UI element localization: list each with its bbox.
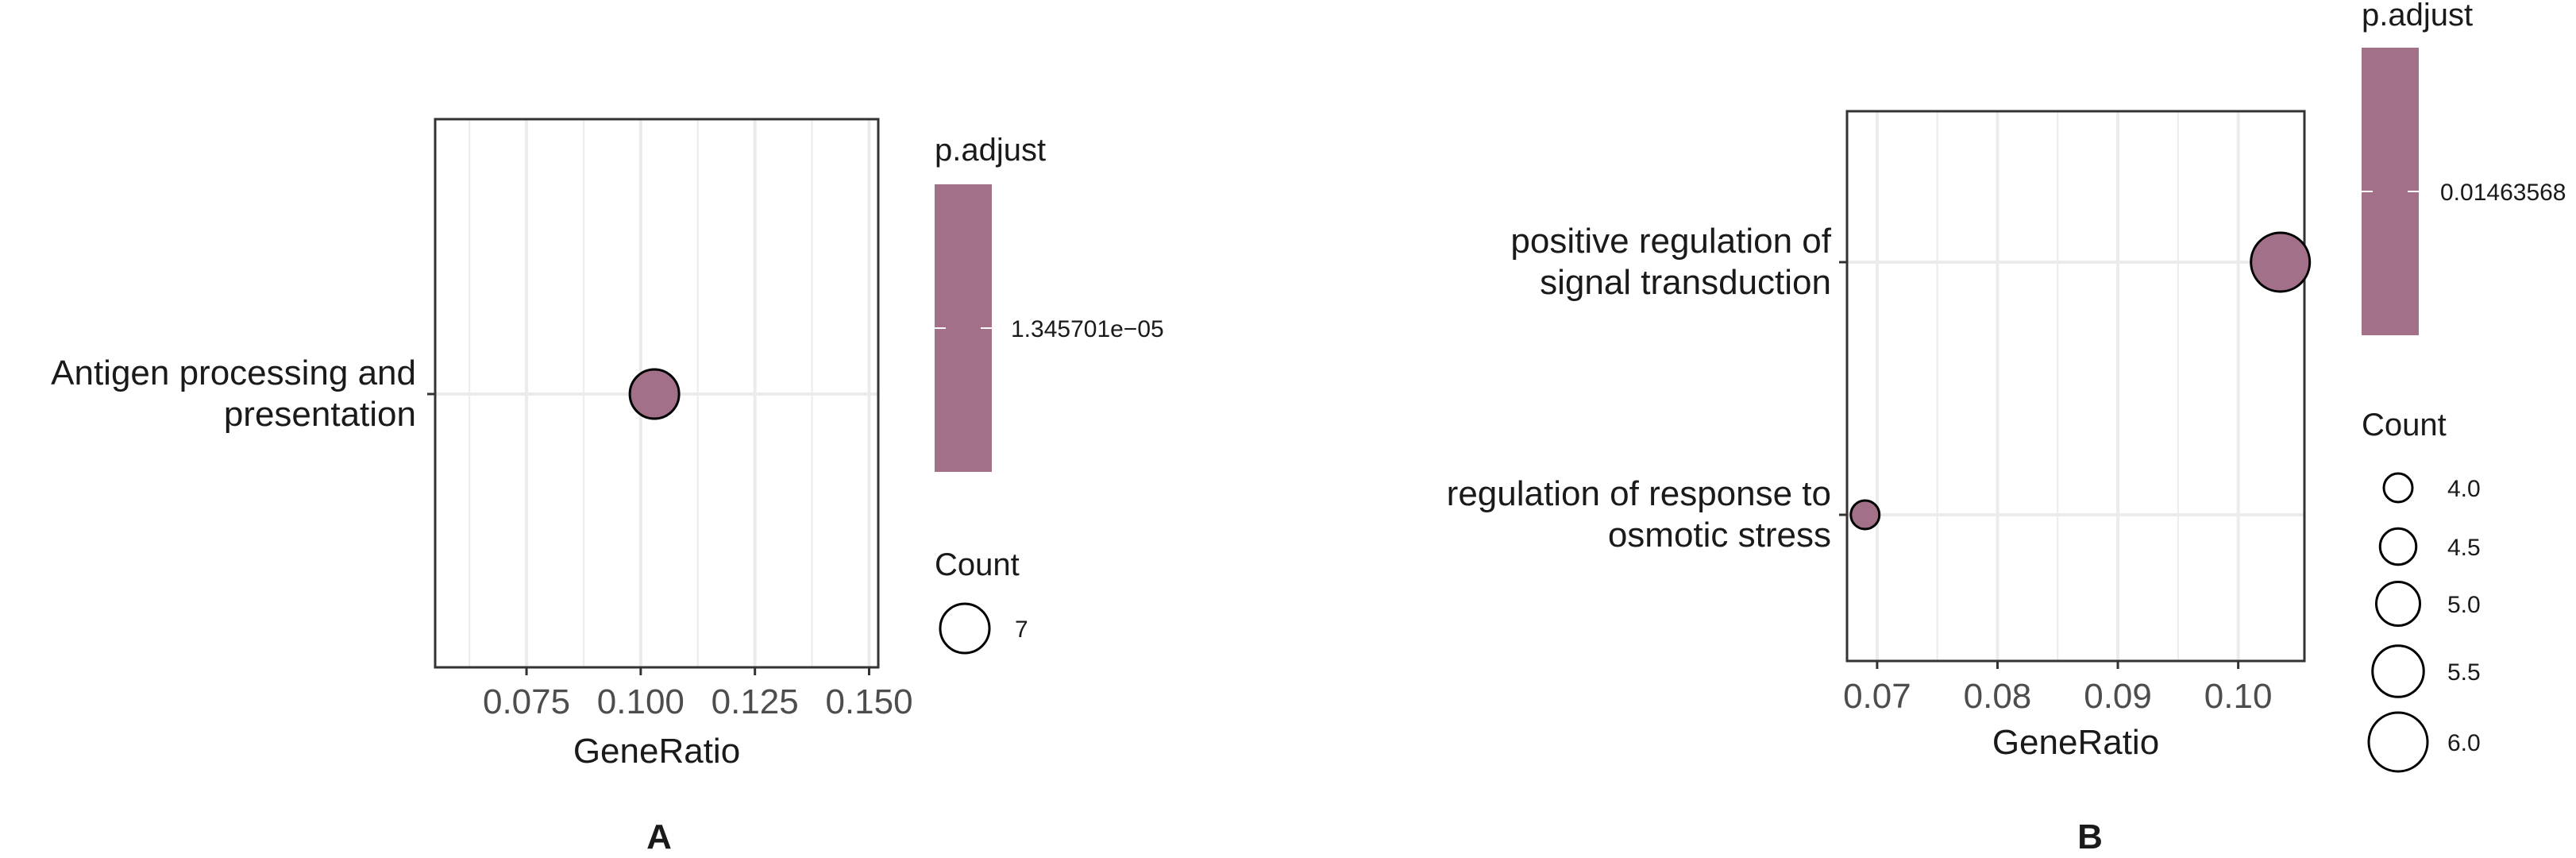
panel-letter: B — [2077, 817, 2103, 854]
size-legend-label: 6.0 — [2447, 730, 2481, 756]
size-legend-circle — [2378, 527, 2418, 566]
size-legend-label: 4.5 — [2447, 535, 2481, 561]
y-category-label: presentation — [224, 395, 416, 434]
panel-border — [1845, 110, 2306, 663]
size-legend-label: 5.5 — [2447, 659, 2481, 686]
size-legend-label: 4.0 — [2447, 476, 2481, 502]
x-axis-title: GeneRatio — [573, 732, 740, 771]
x-tick-label: 0.09 — [2084, 677, 2152, 716]
y-category-label: Antigen processing and — [51, 354, 416, 392]
x-tick-label: 0.10 — [2204, 677, 2273, 716]
data-point — [2250, 231, 2312, 293]
panel-letter: A — [646, 817, 672, 854]
size-legend-circle — [2371, 644, 2425, 698]
x-axis-title: GeneRatio — [1992, 723, 2159, 762]
size-legend-circle — [2367, 711, 2429, 773]
x-tick-label: 0.150 — [825, 682, 912, 721]
x-tick-label: 0.125 — [711, 682, 799, 721]
x-tick-label: 0.07 — [1843, 677, 1911, 716]
y-category-label: osmotic stress — [1608, 516, 1831, 555]
x-tick-label: 0.08 — [1964, 677, 2032, 716]
size-legend-circle — [939, 602, 991, 655]
size-legend-title: Count — [2362, 408, 2447, 443]
x-tick-label: 0.100 — [597, 682, 684, 721]
size-legend-label: 5.0 — [2447, 592, 2481, 618]
y-category-label: regulation of response to — [1447, 474, 1831, 513]
data-point — [628, 368, 681, 420]
colorbar-label: 1.345701e−05 — [1011, 316, 1164, 342]
colorbar-label: 0.01463568 — [2440, 180, 2566, 206]
x-tick-label: 0.075 — [483, 682, 570, 721]
size-legend-label: 7 — [1015, 616, 1028, 643]
colorbar-title: p.adjust — [2362, 0, 2473, 33]
y-category-label: positive regulation of — [1510, 222, 1831, 261]
y-category-label: signal transduction — [1540, 263, 1831, 302]
size-legend-circle — [2382, 472, 2414, 504]
size-legend-title: Count — [935, 547, 1020, 582]
size-legend-circle — [2375, 581, 2421, 627]
colorbar-title: p.adjust — [935, 133, 1046, 168]
data-point — [1849, 499, 1881, 531]
